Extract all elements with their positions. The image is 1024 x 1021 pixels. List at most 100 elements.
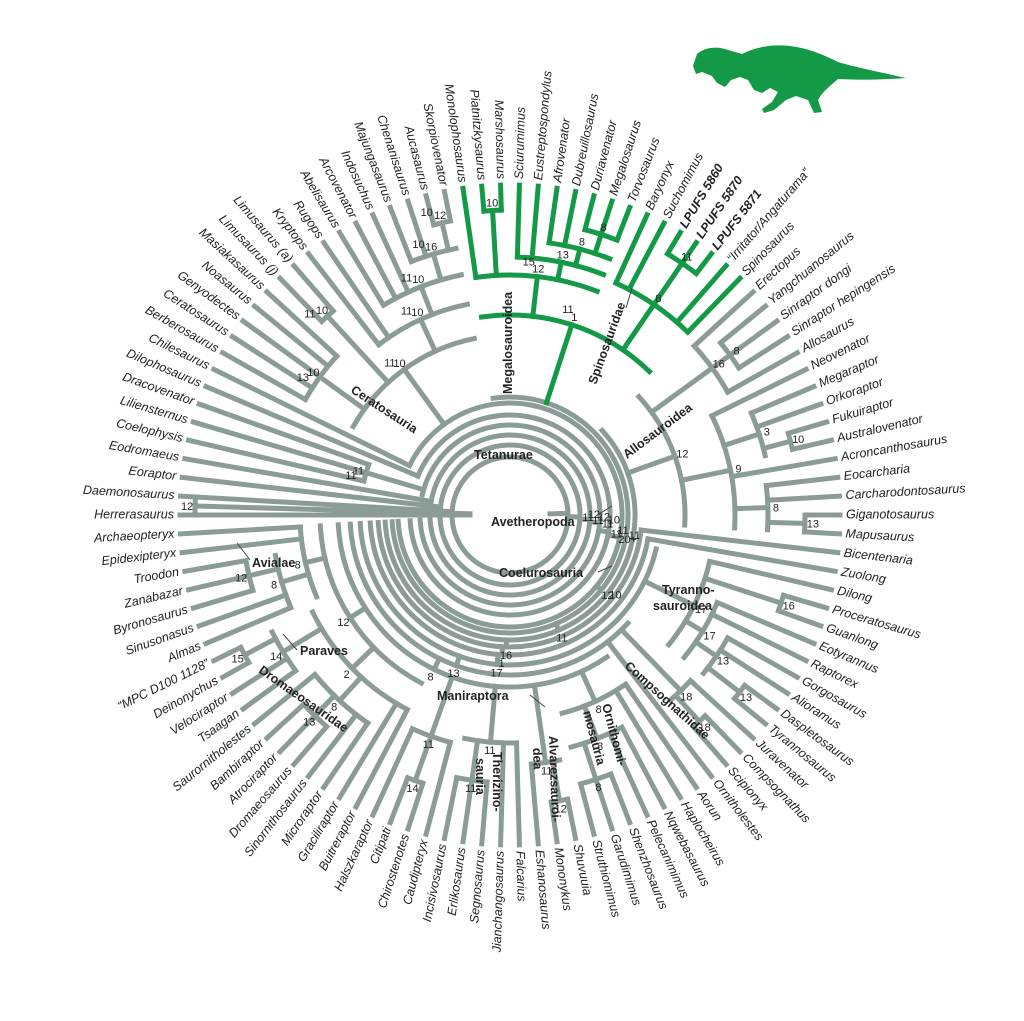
clade-label-avialae: Avialae	[252, 556, 295, 570]
taxon-label-piatnitzkysaurus: Piatnitzkysaurus	[467, 89, 489, 181]
support-value: 10	[421, 207, 433, 219]
support-value: 8	[295, 559, 301, 571]
support-value: 10	[307, 367, 319, 379]
clade-stem-35	[641, 577, 698, 609]
clade-stem-48	[549, 758, 563, 804]
terminal-branch-archaeopteryx	[177, 524, 303, 537]
clade-stem-37	[682, 617, 707, 635]
terminal-branch-chilesaurus	[210, 366, 413, 469]
support-value: 11	[617, 525, 628, 537]
clade-stem-17	[489, 207, 499, 279]
terminal-branch-coelophysis	[185, 437, 367, 485]
terminal-branch-byronosaurus	[190, 587, 256, 612]
taxon-label-segnosaurus: Segnosaurus	[467, 849, 487, 924]
terminal-branch-tyrannosaurus	[730, 695, 769, 728]
support-value: 12	[235, 573, 247, 585]
clade-stem-8	[316, 373, 368, 413]
terminal-branch-nqwebasaurus	[618, 723, 668, 811]
terminal-branch-majungasaurus	[387, 204, 415, 265]
support-value: 16	[783, 601, 795, 613]
support-value: 8	[595, 782, 601, 794]
support-value: 18	[680, 691, 692, 703]
terminal-branch-lpufs-5860	[664, 228, 684, 258]
terminal-branch-lpufs-5870	[678, 239, 700, 267]
leader-avialae	[236, 542, 251, 561]
terminal-branch-monolophosaurus	[460, 185, 479, 281]
support-value: 11	[582, 512, 593, 524]
clade-stem-40	[453, 653, 463, 669]
clade-stem-11	[417, 283, 436, 318]
terminal-branch-halszkaraptor	[369, 725, 416, 819]
terminal-branch-citipati	[387, 774, 411, 826]
terminal-branch-deinonychus	[219, 659, 253, 681]
support-value: 13	[557, 249, 569, 261]
clade-stem-10	[417, 316, 439, 355]
support-value: 11	[353, 466, 364, 478]
support-value: 12	[676, 449, 688, 461]
clade-stem-26	[708, 351, 734, 372]
support-value: 11	[304, 309, 315, 321]
support-value: 1	[499, 658, 505, 670]
clade-stem-15	[543, 321, 575, 406]
terminal-branch-chirostenotes	[404, 780, 427, 832]
terminal-branch-zuolong	[645, 535, 839, 575]
terminal-branch-aorun	[622, 680, 700, 791]
clade-stem-31	[765, 519, 808, 526]
terminal-branch-graciliraptor	[336, 699, 400, 802]
terminal-branch-piatnitzkysaurus	[479, 183, 487, 214]
clade-label-tyrannosauroidea: Tyranno-	[662, 583, 715, 597]
terminal-branch-neovenator	[708, 366, 810, 420]
clade-stem-60	[278, 571, 312, 586]
clade-label-tyrannosauroidea-2: sauroidea	[653, 599, 713, 613]
support-value: 12	[555, 804, 567, 816]
support-value: 15	[523, 257, 535, 269]
support-value: 13	[717, 656, 729, 668]
terminal-branch-irritator-angaturama	[673, 262, 730, 326]
clade-label-coelurosauria: Coelurosauria	[499, 566, 584, 580]
support-value: 12	[601, 590, 613, 602]
terminal-branch-abelisaurus	[336, 228, 387, 309]
terminal-branch-suchomimus	[625, 219, 668, 293]
terminal-branch-rugops	[320, 239, 393, 341]
taxon-labels: HerrerasaurusDaemonosaurusEoraptorEodrom…	[83, 70, 966, 953]
terminal-branch-lpufs-5871	[692, 250, 716, 277]
taxon-label-falcarius: Falcarius	[513, 851, 528, 902]
support-value: 10	[412, 239, 424, 251]
terminal-branch-aucasaurus	[423, 192, 437, 228]
support-value: 10	[609, 589, 621, 601]
support-value: 10	[608, 515, 620, 527]
support-value: 11	[611, 528, 622, 540]
terminal-branch-yangchuanosaurus	[717, 302, 769, 347]
terminal-branch-microraptor	[320, 719, 372, 791]
clade-stem-7	[400, 365, 448, 428]
terminal-branch-sinraptor-hepingensis	[735, 333, 792, 372]
support-value: 17	[490, 667, 502, 679]
support-value: 16	[425, 241, 437, 253]
support-value: 12	[588, 509, 600, 521]
clade-stem-45	[581, 702, 601, 742]
terminal-branch-megaraptor	[748, 383, 818, 417]
support-value: 12	[181, 501, 193, 513]
tree-branches	[177, 182, 843, 848]
support-value: 11	[602, 518, 613, 530]
clade-stem-9	[323, 312, 392, 386]
terminal-branch-sinraptor-dongi	[726, 317, 781, 359]
terminal-branch-sinornithosaurus	[304, 711, 360, 780]
clade-stem-14	[593, 582, 605, 594]
terminal-branch-carcharodontosaurus	[764, 493, 843, 503]
taxon-label-herrerasaurus: Herrerasaurus	[94, 507, 174, 521]
support-value: 10	[411, 307, 423, 319]
clade-label-alvarezsauroidea-2: dea	[530, 748, 545, 771]
leader-spinosauridae	[625, 287, 633, 309]
terminal-branch-shuvuuia	[564, 796, 579, 842]
clade-label-spinosauridae: Spinosauridae	[586, 300, 629, 386]
terminal-branch-mononykus	[548, 799, 560, 845]
taxon-label-daemonosaurus: Daemonosaurus	[83, 483, 175, 502]
terminal-branch-segnosaurus	[479, 779, 490, 847]
clade-stem-43	[430, 655, 443, 673]
theropod-dinosaur-silhouette-icon	[693, 45, 906, 113]
terminal-branch-limusaurus-a	[290, 262, 337, 315]
terminal-branch-duriavenator	[581, 192, 597, 233]
